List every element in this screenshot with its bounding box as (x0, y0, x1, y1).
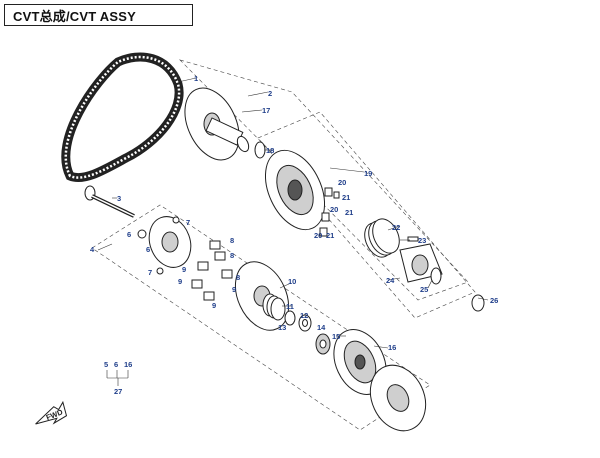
callout-21b: 21 (345, 208, 353, 217)
callout-25: 25 (420, 285, 428, 294)
callout-19: 19 (364, 169, 372, 178)
callout-26: 26 (490, 296, 498, 305)
callout-9c: 9 (212, 301, 216, 310)
callout-4: 4 (90, 245, 95, 254)
spring-22 (364, 218, 400, 258)
callout-24: 24 (386, 276, 395, 285)
callout-7b: 7 (148, 268, 152, 277)
rollers (319, 187, 340, 237)
drive-pulley-group-outline (178, 59, 469, 301)
fixed-sheave (184, 87, 250, 161)
callout-10: 10 (288, 277, 296, 286)
cooling-fan-16 (333, 329, 387, 395)
driven-sheave (234, 261, 290, 331)
callout-7a: 7 (186, 218, 190, 227)
callout-6b: 6 (146, 245, 150, 254)
spring-11 (262, 293, 286, 321)
kit-16: 16 (124, 360, 132, 369)
callout-17: 17 (262, 106, 270, 115)
callout-16: 16 (388, 343, 396, 352)
callout-21c: 21 (326, 231, 334, 240)
collar-13 (284, 310, 296, 326)
callout-6a: 6 (127, 230, 131, 239)
callout-labels: 1 2 3 4 6 6 7 7 8 8 8 9 9 9 9 10 11 12 1… (90, 74, 498, 352)
callout-18: 18 (266, 146, 274, 155)
movable-drive-sheave (264, 149, 326, 231)
callout-20c: 20 (314, 231, 322, 240)
primary-group-outline (257, 111, 476, 319)
weights-and-rollers (156, 240, 233, 301)
callout-9a: 9 (182, 265, 186, 274)
kit-5: 5 (104, 360, 108, 369)
callout-22: 22 (392, 223, 400, 232)
callout-2: 2 (268, 89, 272, 98)
callout-20b: 20 (330, 205, 338, 214)
callout-12: 12 (300, 311, 308, 320)
callout-3: 3 (117, 194, 121, 203)
o-ring-18 (254, 141, 266, 159)
center-bolt (84, 185, 135, 218)
callout-8a: 8 (230, 236, 234, 245)
driven-group-outline (91, 204, 431, 431)
kit-27: 27 (114, 387, 122, 396)
callout-11: 11 (286, 302, 294, 311)
cover-plate (369, 364, 427, 432)
callout-20a: 20 (338, 178, 346, 187)
kit-6: 6 (114, 360, 118, 369)
driven-hub (137, 216, 192, 268)
callout-13: 13 (278, 323, 286, 332)
callout-14: 14 (317, 323, 326, 332)
callout-23: 23 (418, 236, 426, 245)
callout-21a: 21 (342, 193, 350, 202)
callout-8b: 8 (230, 251, 234, 260)
diagram-title: CVT总成/CVT ASSY (4, 4, 193, 26)
callout-9b: 9 (178, 277, 182, 286)
circlip-26 (471, 294, 485, 312)
leader-lines (97, 77, 489, 349)
callout-1: 1 (194, 74, 198, 83)
callout-15: 15 (332, 332, 340, 341)
callout-8c: 8 (236, 273, 240, 282)
forward-arrow: FWD (35, 400, 68, 425)
callout-9d: 9 (232, 285, 236, 294)
kit-legend: 5 6 16 27 (104, 360, 132, 396)
spider-assy (399, 236, 443, 285)
drive-belt (61, 52, 184, 182)
